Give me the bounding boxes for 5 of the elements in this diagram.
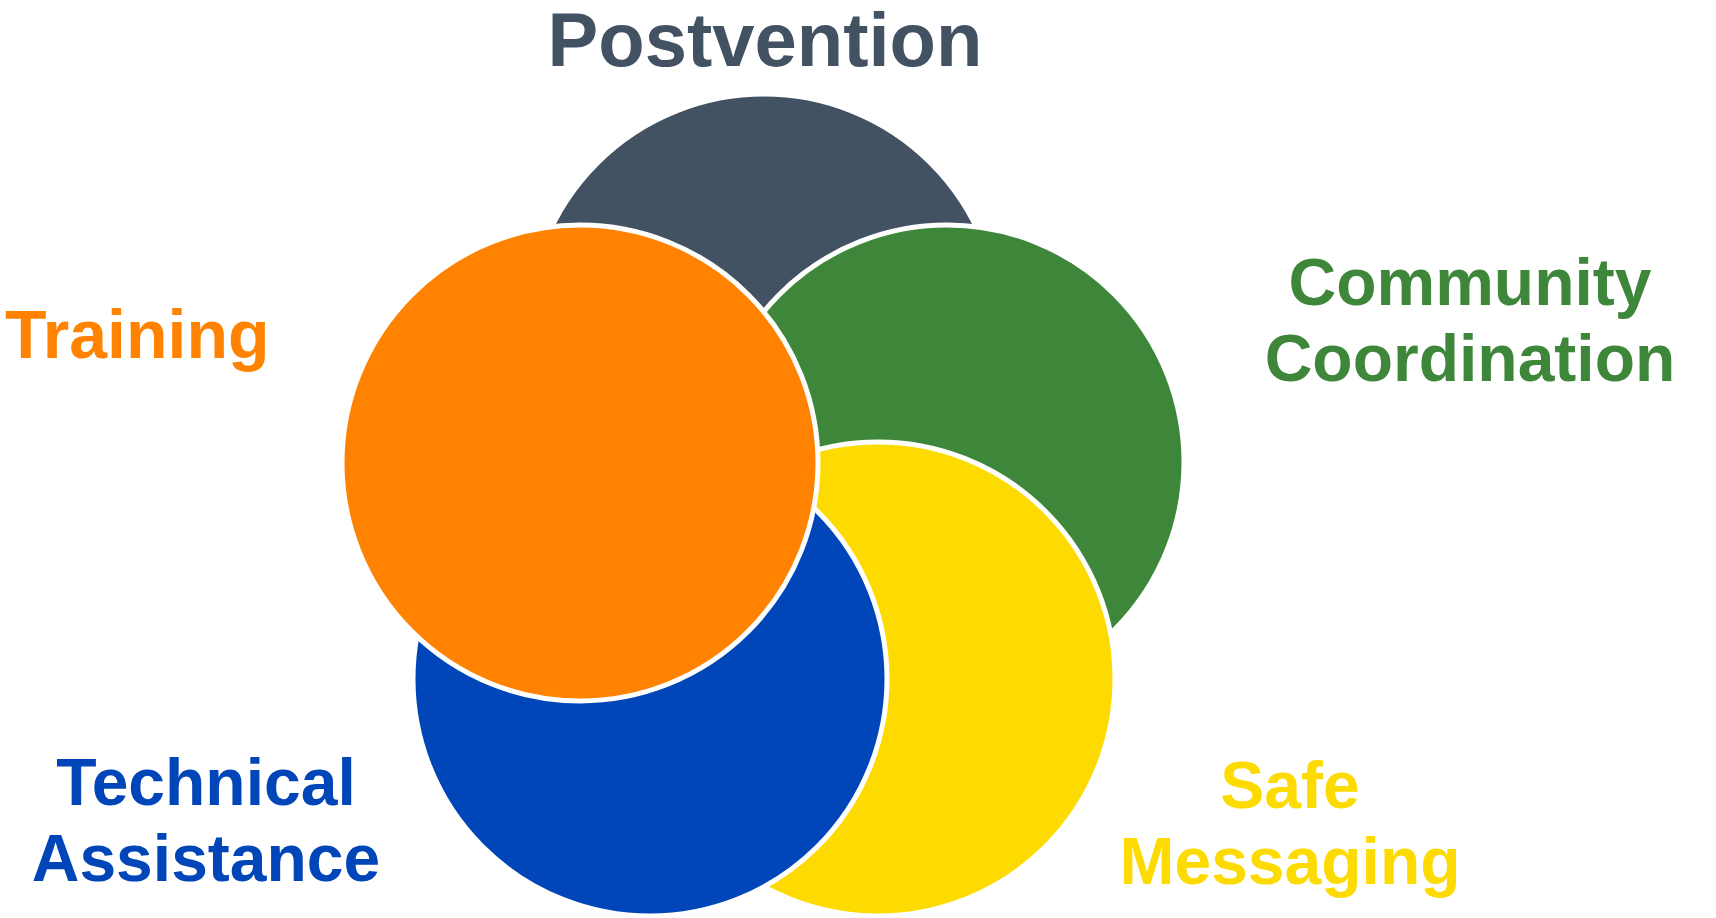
category-label: Postvention (546, 0, 984, 84)
category-label: Community Coordination (1263, 245, 1677, 397)
category-label: Safe Messaging (1118, 748, 1462, 900)
category-label: Training (5, 295, 271, 374)
category-label: Technical Assistance (30, 745, 382, 897)
